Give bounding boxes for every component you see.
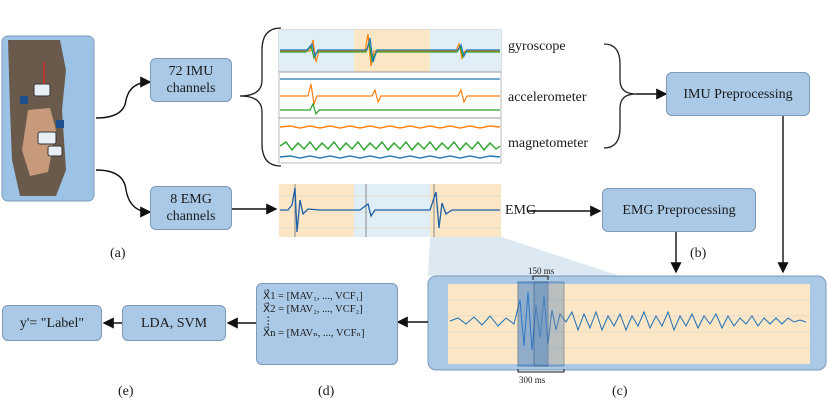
panel-label-a: (a) — [110, 246, 126, 261]
emg-channels-label: 8 EMG channels — [166, 192, 216, 224]
magnetometer-label: magnetometer — [508, 136, 589, 151]
imu-preprocessing-label: IMU Preprocessing — [683, 86, 793, 102]
feature-vector-1: X⃗1 = [MAV₁, ..., VCF₁] — [263, 291, 363, 302]
emg-channels-block: 8 EMG channels — [150, 186, 232, 230]
panel-label-c: (c) — [612, 384, 628, 399]
feature-vector-2: X⃗2 = [MAV₂, ..., VCF₂] — [263, 304, 363, 315]
zoom-projection — [428, 237, 620, 276]
zoomed-emg-panel — [427, 275, 827, 373]
feature-vector-ellipsis: ⋮ — [263, 316, 274, 327]
imu-preprocessing-block: IMU Preprocessing — [666, 72, 810, 116]
window-step-label: 150 ms — [528, 266, 555, 276]
imu-plot-panel — [278, 29, 502, 164]
arm-sensor-photo — [1, 35, 95, 202]
emg-signal-label: EMG — [505, 203, 537, 218]
connector-arrows — [95, 76, 789, 329]
emg-preprocessing-label: EMG Preprocessing — [622, 202, 736, 218]
feature-vectors-block: X⃗1 = [MAV₁, ..., VCF₁] X⃗2 = [MAV₂, ...… — [256, 283, 398, 365]
panel-label-b: (b) — [690, 246, 707, 261]
panel-label-d: (d) — [318, 384, 335, 399]
emg-preprocessing-block: EMG Preprocessing — [602, 188, 756, 232]
feature-vector-n: X⃗n = [MAVₙ, ..., VCFₙ] — [263, 328, 365, 339]
output-label-block: y'= "Label" — [2, 305, 102, 341]
accelerometer-label: accelerometer — [508, 90, 587, 105]
classifier-label: LDA, SVM — [140, 315, 208, 331]
imu-channels-label: 72 IMU channels — [166, 64, 216, 96]
imu-right-brace — [603, 43, 637, 149]
imu-left-brace — [239, 27, 282, 167]
gyroscope-label: gyroscope — [508, 39, 566, 54]
output-label-text: y'= "Label" — [19, 315, 85, 331]
emg-plot-panel — [279, 184, 501, 237]
window-length-label: 300 ms — [519, 375, 546, 385]
classifier-block: LDA, SVM — [122, 305, 226, 341]
panel-label-e: (e) — [118, 384, 134, 399]
imu-channels-block: 72 IMU channels — [150, 58, 232, 102]
